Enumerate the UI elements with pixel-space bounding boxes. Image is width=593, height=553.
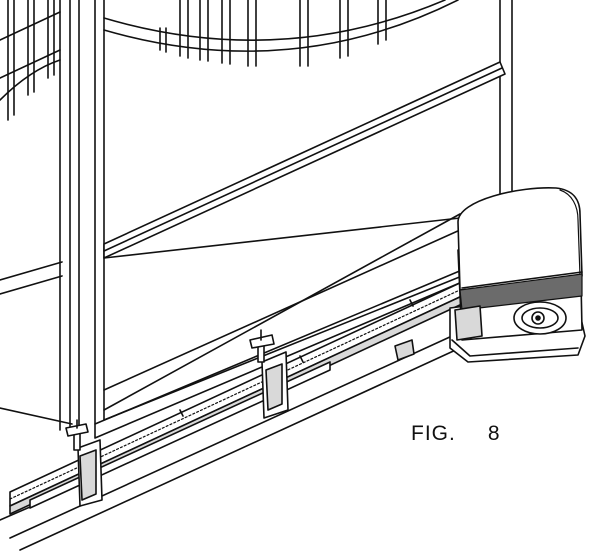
left-fence-section xyxy=(0,0,73,425)
c-clamp-right xyxy=(249,329,289,419)
rack-stop xyxy=(394,339,415,361)
figure-number: 8 xyxy=(487,422,501,445)
left-gate-post xyxy=(59,0,80,431)
sliding-gate-panel xyxy=(94,0,513,439)
c-clamp-left xyxy=(65,419,103,507)
gear-rack xyxy=(9,281,463,515)
figure-label: FIG. xyxy=(411,422,456,445)
figure-caption: FIG. 8 xyxy=(411,422,501,446)
gate-motor xyxy=(449,187,586,363)
